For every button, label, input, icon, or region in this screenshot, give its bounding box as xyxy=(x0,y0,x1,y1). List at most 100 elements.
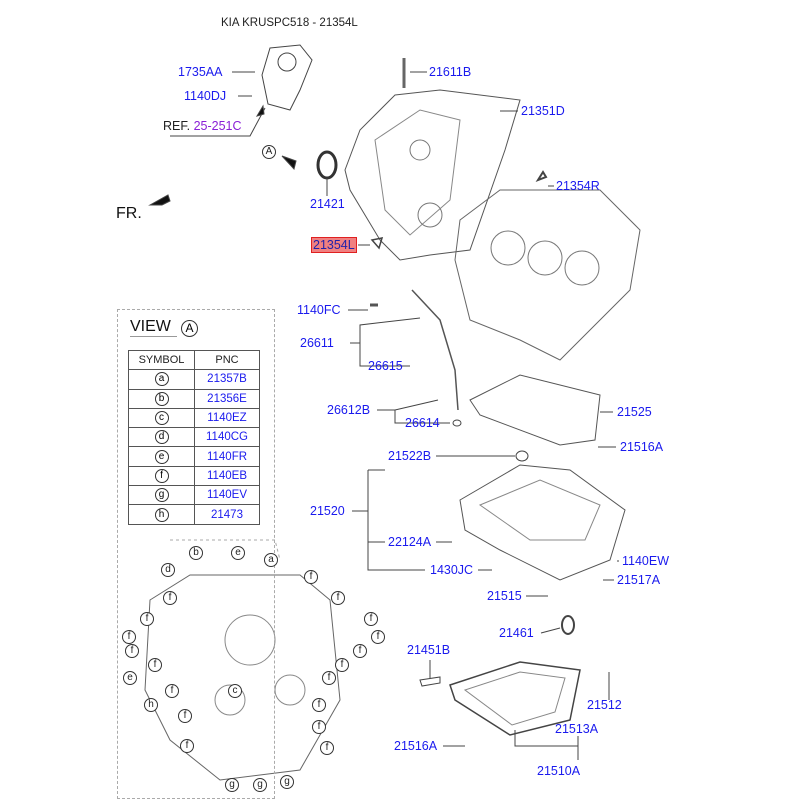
pnc-link[interactable]: 21473 xyxy=(194,504,260,525)
callout: f xyxy=(163,591,177,605)
callout: f xyxy=(322,671,336,685)
callout: a xyxy=(264,553,278,567)
callout: f xyxy=(331,591,345,605)
table-row: h 21473 xyxy=(128,504,260,525)
callout: h xyxy=(144,698,158,712)
front-direction-label: FR. xyxy=(116,205,142,222)
callout: f xyxy=(364,612,378,626)
part-label-1140EW[interactable]: 1140EW xyxy=(622,554,670,568)
timing-cover xyxy=(344,89,521,261)
ref-code: 25-251C xyxy=(193,119,242,133)
oil-pan-baffle xyxy=(469,374,601,446)
part-label-21510A[interactable]: 21510A xyxy=(537,764,581,778)
symbol: e xyxy=(154,449,169,464)
callout: g xyxy=(225,778,239,792)
part-label-21354R[interactable]: 21354R xyxy=(556,179,600,193)
callout: f xyxy=(165,684,179,698)
symbol: a xyxy=(154,372,169,387)
ref-prefix: REF. xyxy=(163,119,191,133)
part-label-21516A-top[interactable]: 21516A xyxy=(620,440,664,454)
symbol: f xyxy=(154,468,169,483)
symbol: h xyxy=(154,507,169,522)
callout: f xyxy=(140,612,154,626)
part-label-22124A[interactable]: 22124A xyxy=(388,535,432,549)
part-label-26611[interactable]: 26611 xyxy=(300,336,334,350)
callout: e xyxy=(231,546,245,560)
page-title: KIA KRUSPC518 - 21354L xyxy=(221,17,358,29)
pnc-link[interactable]: 1140FR xyxy=(194,446,260,467)
pnc-link[interactable]: 1140EZ xyxy=(194,407,260,429)
part-label-21513A[interactable]: 21513A xyxy=(555,722,599,736)
pnc-link[interactable]: 1140EV xyxy=(194,485,260,506)
callout: d xyxy=(161,563,175,577)
symbol: g xyxy=(154,488,169,503)
table-row: b 21356E xyxy=(128,388,260,409)
symbol: c xyxy=(154,411,169,426)
part-label-1140FC[interactable]: 1140FC xyxy=(297,303,341,317)
part-label-21351D[interactable]: 21351D xyxy=(521,104,565,118)
table-row: c 1140EZ xyxy=(128,407,260,429)
callout: e xyxy=(123,671,137,685)
callout: f xyxy=(312,720,326,734)
pump-hub xyxy=(277,52,297,72)
callout: f xyxy=(371,630,385,644)
table-row: d 1140CG xyxy=(128,427,260,448)
callout: f xyxy=(304,570,318,584)
oil-seal-21421 xyxy=(316,150,338,180)
part-label-21515[interactable]: 21515 xyxy=(487,589,522,603)
part-label-26614[interactable]: 26614 xyxy=(405,416,440,430)
strainer-21451B xyxy=(419,676,441,687)
dipstick-26611 xyxy=(411,289,459,411)
callout: f xyxy=(353,644,367,658)
pnc-link[interactable]: 1140CG xyxy=(194,427,260,448)
callout: f xyxy=(320,741,334,755)
callout: f xyxy=(312,698,326,712)
part-label-21522B[interactable]: 21522B xyxy=(388,449,432,463)
part-label-1140DJ[interactable]: 1140DJ xyxy=(184,89,227,103)
symbol: d xyxy=(154,430,169,445)
pnc-link[interactable]: 1140EB xyxy=(194,465,260,487)
engine-block xyxy=(454,189,641,361)
gasket-21522B xyxy=(515,450,529,462)
reference-label[interactable]: REF. 25-251C xyxy=(163,119,242,133)
part-label-21512[interactable]: 21512 xyxy=(587,698,622,712)
pnc-link[interactable]: 21356E xyxy=(194,388,260,409)
part-label-21516A-bottom[interactable]: 21516A xyxy=(394,739,438,753)
part-label-21520[interactable]: 21520 xyxy=(310,504,345,518)
part-label-1430JC[interactable]: 1430JC xyxy=(430,563,474,577)
part-label-21354L-highlighted[interactable]: 21354L xyxy=(311,237,357,253)
part-label-21451B[interactable]: 21451B xyxy=(407,643,451,657)
callout: f xyxy=(122,630,136,644)
drain-plug-21461 xyxy=(561,615,575,635)
part-label-21517A[interactable]: 21517A xyxy=(617,573,661,587)
lower-oil-pan xyxy=(449,661,581,736)
callout: f xyxy=(125,644,139,658)
callout: f xyxy=(335,658,349,672)
callout: g xyxy=(253,778,267,792)
view-a-cover-outline xyxy=(144,574,341,781)
symbol: b xyxy=(154,391,169,406)
part-label-26612B[interactable]: 26612B xyxy=(327,403,371,417)
table-row: e 1140FR xyxy=(128,446,260,467)
column-header-pnc: PNC xyxy=(194,349,260,371)
pnc-link[interactable]: 21357B xyxy=(194,369,260,390)
view-a-heading: VIEW xyxy=(130,318,177,337)
part-label-21525[interactable]: 21525 xyxy=(617,405,652,419)
table-row: a 21357B xyxy=(128,369,260,390)
part-label-21421[interactable]: 21421 xyxy=(310,197,345,211)
callout: f xyxy=(178,709,192,723)
view-a-heading-marker: A xyxy=(181,320,198,337)
water-pump-bracket xyxy=(261,44,313,111)
column-header-symbol: SYMBOL xyxy=(128,349,195,371)
view-a-marker: A xyxy=(262,145,276,159)
part-label-21461[interactable]: 21461 xyxy=(499,626,534,640)
part-label-26615[interactable]: 26615 xyxy=(368,359,403,373)
callout: c xyxy=(228,684,242,698)
part-label-1735AA[interactable]: 1735AA xyxy=(178,65,223,79)
table-row: g 1140EV xyxy=(128,485,260,506)
part-label-21611B[interactable]: 21611B xyxy=(429,65,472,79)
callout: b xyxy=(189,546,203,560)
upper-oil-pan xyxy=(459,464,626,581)
